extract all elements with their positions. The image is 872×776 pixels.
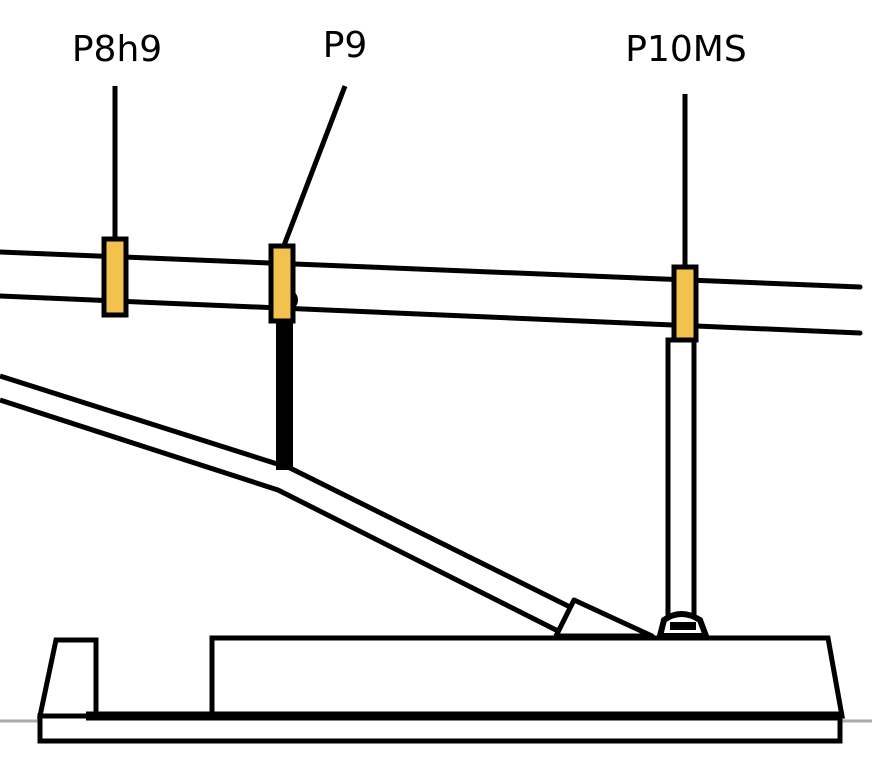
base-left-block (36, 637, 99, 719)
strut-foot (553, 597, 655, 639)
marker-p9 (268, 243, 296, 324)
label-p10ms: P10MS (625, 29, 746, 70)
callout-leaders (112, 85, 688, 268)
upper-tube (0, 249, 863, 336)
base-main-plate (209, 635, 845, 719)
marker-p8h9 (101, 236, 129, 318)
base-assembly (36, 635, 845, 744)
diagonal-strut-lower-edge (0, 397, 562, 635)
p9-post (276, 312, 293, 470)
leader-p9 (280, 85, 348, 249)
position-markers (101, 236, 699, 343)
marker-p10ms (671, 264, 699, 343)
label-p9: P9 (323, 25, 368, 66)
p10ms-post (656, 337, 711, 639)
upper-tube-bottom-edge (0, 293, 863, 336)
upper-tube-top-edge (0, 249, 863, 290)
label-p8h9: P8h9 (72, 29, 162, 70)
